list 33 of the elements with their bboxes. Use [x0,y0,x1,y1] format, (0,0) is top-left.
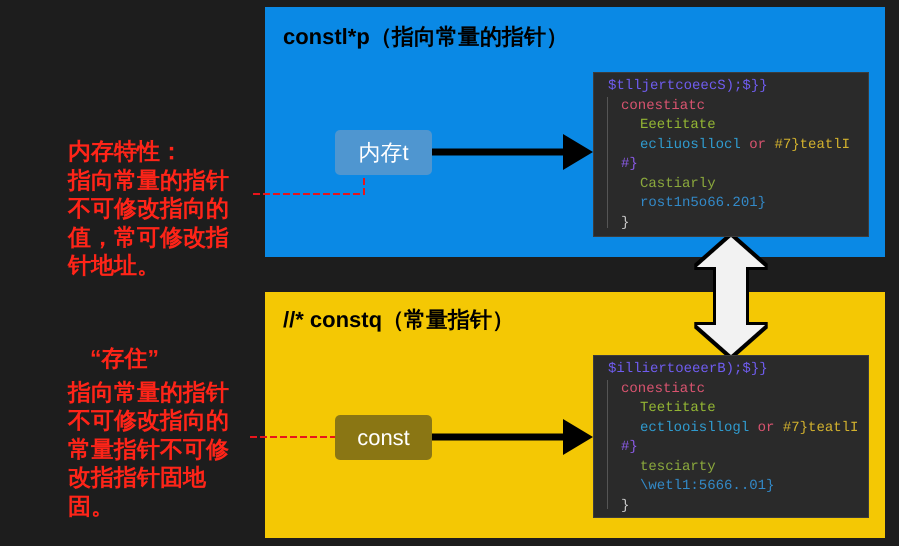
note-heading: “存住” [89,344,159,372]
code-line: ectlooisllogl or #7}teatlI [640,418,858,438]
code-line: conestiatc [621,96,706,116]
panel [265,7,885,257]
leader-line [253,175,365,195]
code-panel [593,355,869,518]
code-line: Castiarly [640,174,716,194]
keyword-tag: const [335,415,432,460]
code-line: $illiertoeeerB);$}} [608,360,768,379]
code-line: tesciarty [640,458,716,476]
code-line: Teetitate [640,399,716,418]
code-line: ecliuosllocl or #7}teatlI [640,136,850,154]
code-line: #} [621,438,638,457]
code-line: $tlljertcoeecS);$}} [608,77,768,96]
code-line: } [621,496,630,516]
code-line: #} [621,155,638,174]
note-heading: 内存特性： [68,137,183,166]
code-line: \wetl1:5666..01} [640,477,774,496]
panel-heading: constl*p（指向常量的指针） [283,23,568,51]
leader-line [250,436,335,438]
panel [265,292,885,538]
code-line: rost1n5o66.201} [640,194,766,213]
keyword-tag: 内存t [335,130,432,175]
arrow [432,134,593,170]
double-arrow [697,237,765,355]
note-text: 指向常量的指针不可修改指向的值，常可修改指针地址。 [68,166,230,280]
arrow [432,419,593,455]
code-panel [593,72,869,237]
code-line: } [621,214,630,232]
panel-heading: //* constq（常量指针） [283,306,514,334]
note-text: 指向常量的指针不可修改指向的常量指针不可修改指指针固地固。 [68,378,230,520]
code-line: conestiatc [621,380,706,398]
code-line: Eeetitate [640,116,716,135]
